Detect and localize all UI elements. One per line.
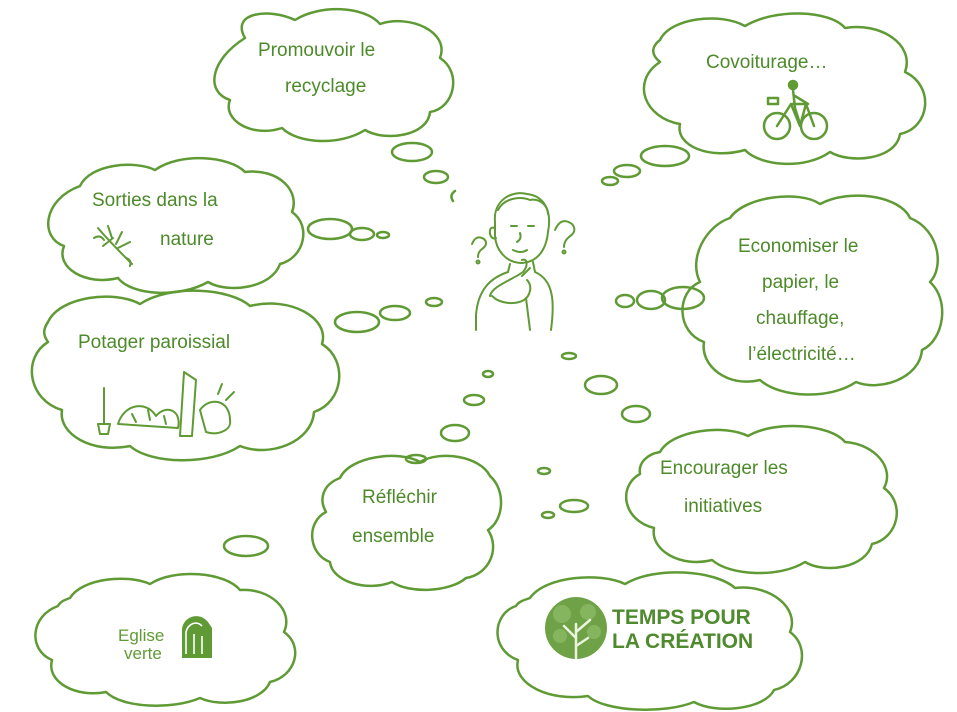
- economiser-line3: chauffage,: [756, 308, 845, 329]
- thought-trail-economiser: [614, 285, 706, 311]
- cloud-economiser: [681, 194, 944, 396]
- economiser-line4: l’électricité…: [748, 344, 856, 365]
- thought-trail-reflechir: [222, 369, 495, 558]
- reflechir-line2: ensemble: [352, 526, 435, 547]
- cloud-recyclage: [213, 8, 455, 143]
- bicycle-icon: [762, 79, 829, 141]
- cloud-reflechir: [310, 454, 503, 592]
- reflechir-line1: Réfléchir: [362, 487, 437, 508]
- thought-trail-recyclage: [390, 141, 457, 203]
- cloud-sorties: [47, 156, 305, 295]
- initiatives-line2: initiatives: [684, 496, 763, 517]
- thought-trail-initiatives: [536, 351, 652, 520]
- initiatives-line1: Encourager les: [660, 458, 788, 479]
- cloud-initiatives: [624, 424, 899, 575]
- sorties-line2: nature: [160, 229, 214, 250]
- thought-trail-potager: [333, 296, 444, 334]
- cloud-potager: [30, 289, 341, 462]
- potager-label: Potager paroissial: [78, 332, 231, 353]
- recyclage-line2: recyclage: [285, 76, 367, 97]
- church-window-icon: [182, 616, 212, 658]
- cloud-eglise: [34, 572, 297, 707]
- thought-trail-covoiturage: [600, 144, 691, 187]
- sorties-line1: Sorties dans la: [92, 190, 218, 211]
- covoiturage-label: Covoiturage…: [706, 52, 828, 73]
- cloud-temps: [496, 571, 804, 711]
- temps-creation-line1: TEMPS POUR: [612, 606, 751, 629]
- economiser-line2: papier, le: [762, 272, 840, 293]
- question-mark-icon: [471, 220, 576, 265]
- garden-tools-icon: [97, 371, 235, 437]
- cloud-covoiturage: [642, 12, 927, 165]
- recyclage-line1: Promouvoir le: [258, 40, 376, 61]
- economiser-line1: Economiser le: [738, 236, 859, 257]
- eglise-verte-word1: Eglise: [118, 626, 165, 645]
- thought-trail-sorties: [306, 217, 391, 242]
- herb-icon: [93, 225, 133, 267]
- thinking-person-icon: [475, 192, 554, 331]
- tree-icon: [545, 597, 607, 660]
- eglise-verte-word2: verte: [124, 644, 162, 663]
- temps-creation-line2: LA CRÉATION: [612, 630, 754, 653]
